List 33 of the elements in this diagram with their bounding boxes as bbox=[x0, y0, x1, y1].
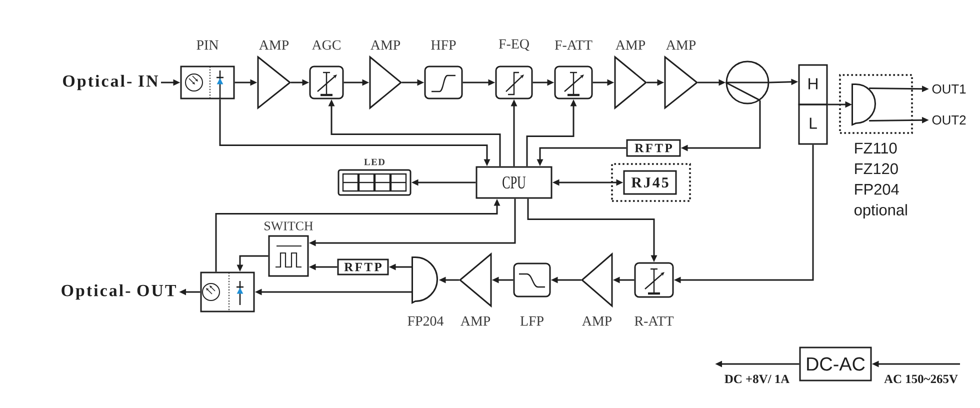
dotted-frame bbox=[611, 163, 691, 202]
labelled-box: DC-AC bbox=[799, 346, 872, 382]
labelled-box: RFTP bbox=[626, 139, 681, 157]
block-label: AMP bbox=[666, 40, 696, 50]
port-label: OUT2 bbox=[932, 115, 966, 125]
labelled-box: RFTP bbox=[337, 258, 389, 276]
block-label: SWITCH bbox=[264, 222, 313, 230]
port-label: Optical- OUT bbox=[62, 284, 176, 300]
block-label: F-EQ bbox=[498, 39, 530, 51]
block-label: PIN bbox=[196, 40, 218, 50]
block-label: AGC bbox=[312, 40, 340, 50]
filter-cell: H bbox=[798, 64, 828, 106]
block-label: AMP bbox=[370, 40, 400, 50]
edge-label: DC +8V/ 1A bbox=[723, 374, 791, 384]
block-label: HFP bbox=[431, 40, 456, 50]
block-label: AMP bbox=[582, 316, 612, 326]
block-label: LED bbox=[364, 158, 385, 166]
edge-label: AC 150~265V bbox=[883, 374, 959, 384]
coupler-circle bbox=[725, 60, 770, 104]
filter-cell: L bbox=[798, 104, 828, 145]
splitter-block bbox=[852, 84, 876, 126]
block-label: R-ATT bbox=[634, 316, 674, 326]
block-label: FP204 bbox=[408, 316, 444, 326]
labelled-box: RJ45 bbox=[623, 170, 677, 195]
block-label: AMP bbox=[460, 316, 490, 326]
block-label: LFP bbox=[520, 316, 544, 326]
option-note: FZ110 FZ120 FP204 optional bbox=[854, 142, 907, 218]
port-label: Optical- IN bbox=[63, 74, 158, 90]
block-label: AMP bbox=[616, 40, 646, 50]
block-label: AMP bbox=[259, 40, 289, 50]
port-label: OUT1 bbox=[932, 84, 966, 94]
block-label: F-ATT bbox=[554, 40, 592, 50]
labelled-box: CPU bbox=[476, 166, 552, 199]
